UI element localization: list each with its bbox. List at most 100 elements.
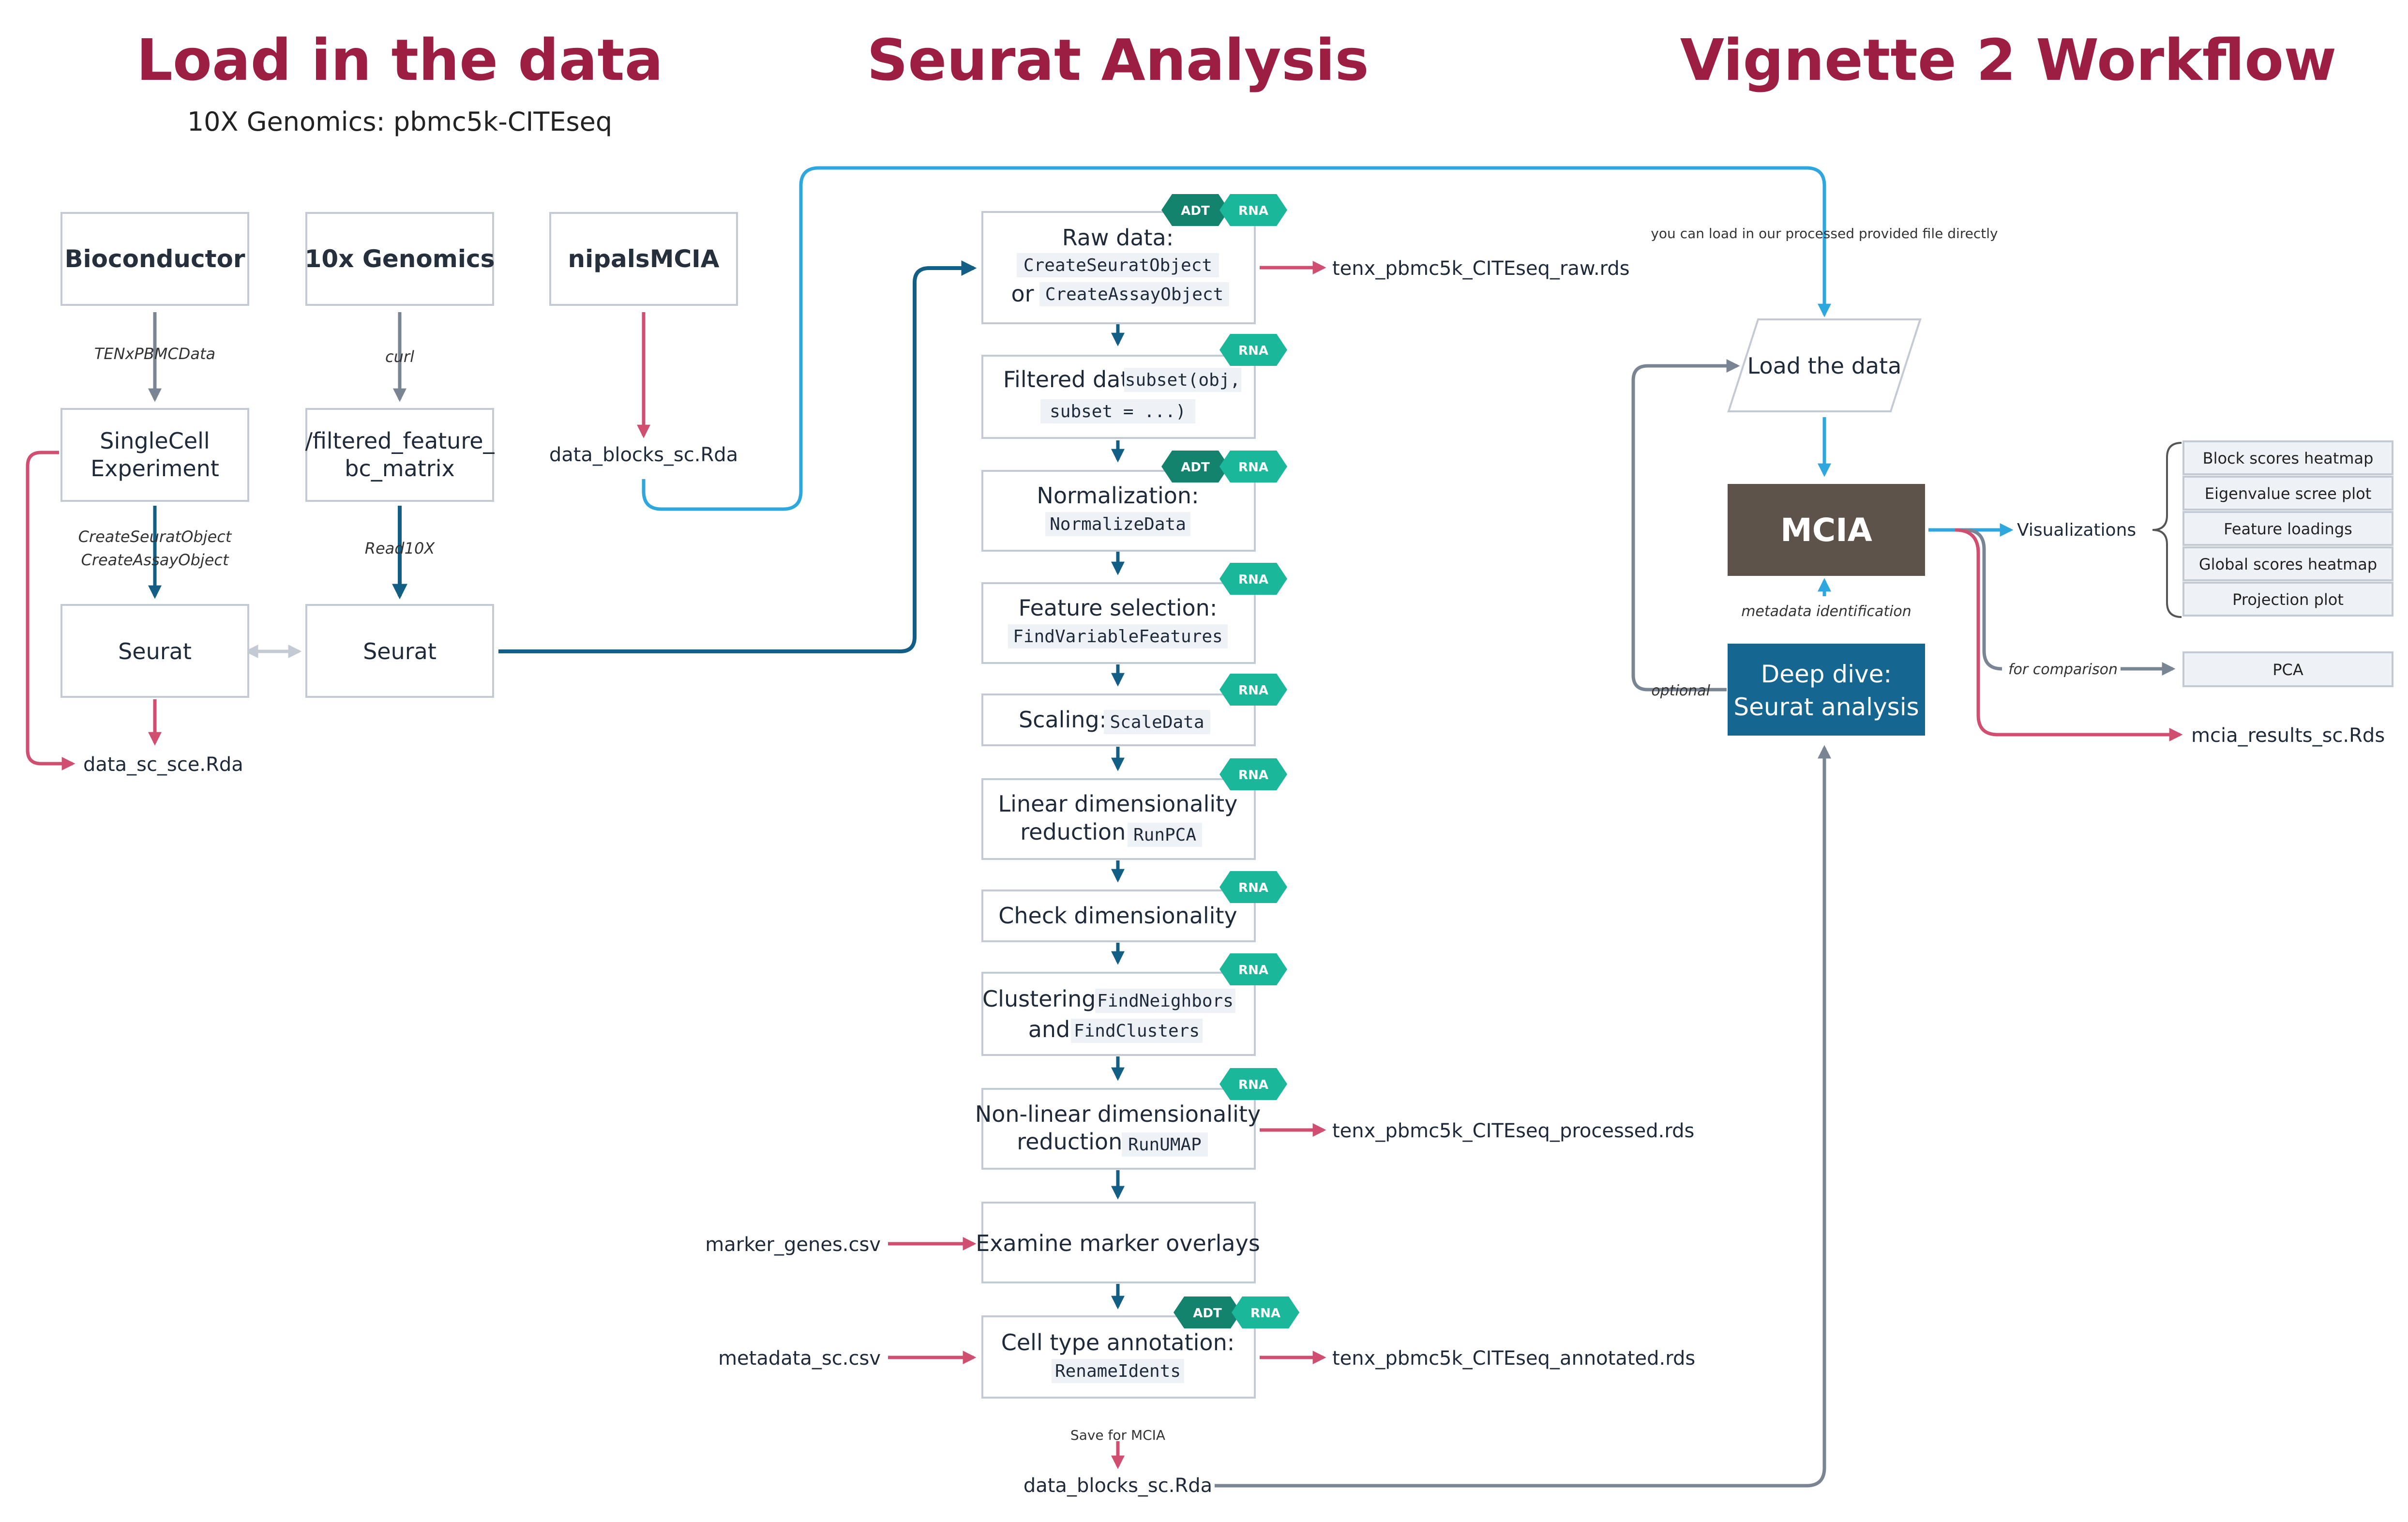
file-mcia-results: mcia_results_sc.Rds: [2191, 724, 2385, 747]
file-processed-rds: tenx_pbmc5k_CITEseq_processed.rds: [1332, 1120, 1694, 1142]
pca-box[interactable]: [2182, 651, 2393, 687]
code-bg-norm: [1045, 512, 1190, 536]
bioconductor-label: Bioconductor: [64, 245, 245, 273]
seurat-right-label: Seurat: [363, 638, 436, 664]
deep-dive-box: [1728, 644, 1925, 736]
badge-rna-norm-text: RNA: [1238, 460, 1268, 475]
label-save-for-mcia: Save for MCIA: [1070, 1427, 1165, 1443]
viz-item-1-label: Block scores heatmap: [2203, 449, 2374, 467]
step-cell-type-annotation: [981, 1315, 1256, 1399]
seurat-left-box: [60, 604, 249, 698]
badge-rna-clust-text: RNA: [1238, 963, 1268, 978]
viz-feature-loadings[interactable]: [2182, 511, 2393, 546]
file-annotated-rds: tenx_pbmc5k_CITEseq_annotated.rds: [1332, 1347, 1695, 1370]
arrow-blocks-to-deep-dive: [1215, 745, 1831, 1488]
scale-label: Scaling:: [1019, 707, 1107, 733]
norm-code: NormalizeData: [1050, 514, 1186, 534]
badge-rna-norm: RNA: [1219, 451, 1287, 482]
nonlin-code: RunUMAP: [1128, 1135, 1202, 1155]
badge-rna-scale: RNA: [1219, 674, 1287, 706]
badge-rna-check: RNA: [1219, 871, 1287, 903]
seurat-right-box: [305, 604, 494, 698]
viz-item-5-label: Projection plot: [2232, 590, 2344, 609]
linear-code: RunPCA: [1133, 825, 1196, 845]
sce-line2: Experiment: [90, 455, 219, 482]
title-seurat-analysis: Seurat Analysis: [867, 27, 1369, 93]
arrow-mcia-to-pca: [1964, 528, 2002, 671]
code-bg-feat: [1008, 624, 1228, 648]
code-bg-nonlin: [1122, 1132, 1208, 1157]
celltype-code: RenameIdents: [1055, 1361, 1181, 1381]
file-metadata-csv: metadata_sc.csv: [718, 1347, 881, 1370]
mcia-label: MCIA: [1780, 512, 1872, 549]
badge-adt-norm-text: ADT: [1181, 460, 1210, 475]
label-metadata-identification: metadata identification: [1741, 603, 1911, 620]
label-create-assay-object: CreateAssayObject: [81, 551, 229, 569]
title-load-data: Load in the data: [136, 27, 663, 93]
mcia-box: [1728, 484, 1925, 576]
title-vignette-workflow: Vignette 2 Workflow: [1680, 27, 2337, 93]
badge-adt-celltype: ADT: [1174, 1296, 1241, 1328]
file-data-blocks-bottom: data_blocks_sc.Rda: [1023, 1475, 1212, 1497]
file-marker-genes: marker_genes.csv: [705, 1234, 881, 1256]
viz-item-3-label: Feature loadings: [2224, 520, 2352, 538]
file-data-blocks-top: data_blocks_sc.Rda: [549, 444, 738, 466]
singlecell-experiment-box: [60, 408, 249, 502]
raw-code1: CreateSeuratObject: [1023, 256, 1212, 275]
code-bg-linear: [1128, 823, 1202, 847]
nonlin-line2: reduction:: [1017, 1129, 1129, 1155]
badge-rna-check-text: RNA: [1238, 881, 1268, 895]
clust-code2: FindClusters: [1074, 1021, 1200, 1041]
pca-label: PCA: [2273, 661, 2303, 679]
raw-or: or: [1011, 281, 1034, 307]
viz-projection-plot[interactable]: [2182, 582, 2393, 617]
label-create-seurat-object: CreateSeuratObject: [78, 527, 232, 546]
filtered-code2: subset = ...): [1050, 402, 1186, 422]
badge-rna-raw: RNA: [1219, 194, 1287, 226]
bioconductor-box: [60, 212, 249, 306]
filtered-code1: subset(obj,: [1125, 370, 1240, 390]
filtered-matrix-box: [305, 408, 494, 502]
arrow-sce-loop-to-rda: [26, 451, 75, 770]
code-bg-scale: [1104, 710, 1210, 734]
label-visualizations: Visualizations: [2017, 520, 2136, 540]
badge-rna-clust: RNA: [1219, 953, 1287, 985]
label-optional: optional: [1651, 682, 1710, 699]
load-data-shape: [1727, 318, 1922, 412]
step-feature-selection: [981, 582, 1256, 664]
tenx-genomics-box: [305, 212, 494, 306]
examine-label: Examine marker overlays: [976, 1230, 1260, 1256]
deep-dive-line2: Seurat analysis: [1733, 693, 1919, 721]
badge-rna-nonlin-text: RNA: [1238, 1078, 1268, 1092]
badge-adt-raw: ADT: [1161, 194, 1229, 226]
file-raw-rds: tenx_pbmc5k_CITEseq_raw.rds: [1332, 257, 1630, 280]
viz-block-scores-heatmap[interactable]: [2182, 440, 2393, 475]
viz-global-scores-heatmap[interactable]: [2182, 546, 2393, 581]
badge-rna-linear-text: RNA: [1238, 768, 1268, 783]
code-bg-filtered2: [1040, 399, 1195, 423]
clust-label: Clustering:: [982, 986, 1103, 1012]
arrow-mcia-to-results: [1955, 528, 2183, 741]
code-bg-celltype: [1052, 1359, 1184, 1383]
badge-rna-celltype-text: RNA: [1250, 1306, 1280, 1321]
label-tenxpbmcdata: TENxPBMCData: [94, 345, 215, 363]
raw-code2: CreateAssayObject: [1045, 285, 1223, 304]
celltype-label: Cell type annotation:: [1001, 1329, 1234, 1356]
step-normalization: [981, 470, 1256, 552]
code-bg-filtered1: [1124, 368, 1241, 392]
badge-adt-celltype-text: ADT: [1193, 1306, 1222, 1321]
label-read10x: Read10X: [365, 539, 436, 558]
badge-rna-linear: RNA: [1219, 758, 1287, 790]
raw-label: Raw data:: [1062, 225, 1174, 251]
file-data-sc-sce: data_sc_sce.Rda: [83, 753, 243, 776]
deep-dive-line1: Deep dive:: [1761, 660, 1892, 688]
viz-eigenvalue-scree-plot[interactable]: [2182, 476, 2393, 511]
seurat-left-label: Seurat: [118, 638, 192, 664]
code-bg-clust1: [1095, 989, 1235, 1013]
label-load-note: you can load in our processed provided f…: [1651, 226, 1998, 241]
label-curl: curl: [385, 347, 414, 366]
tenx-genomics-label: 10x Genomics: [305, 245, 495, 273]
badge-adt-norm: ADT: [1161, 451, 1229, 482]
